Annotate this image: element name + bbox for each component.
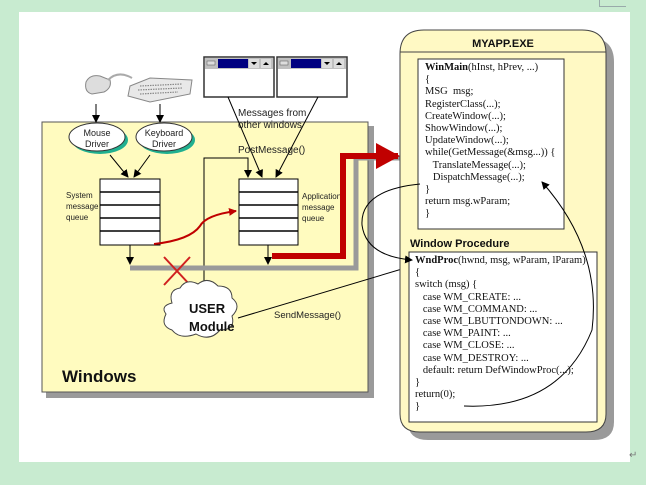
- winmain-code-box: [417, 58, 565, 230]
- myapp-title: MYAPP.EXE: [472, 38, 534, 50]
- wndproc-code: WndProc(hwnd, msg, wParam, lParam){switc…: [415, 255, 586, 413]
- mouse-driver-arrow: [109, 154, 129, 178]
- keyboard-driver-label-1: Keyboard: [145, 128, 184, 138]
- winmain-code-line: }: [425, 208, 431, 220]
- window1-arrow: [227, 96, 263, 178]
- red-transfer-curve: [153, 207, 237, 245]
- wndproc-code-line: default: return DefWindowProc(...);: [415, 364, 574, 376]
- keyboard-icon: [127, 77, 193, 103]
- window2-arrow: [275, 96, 319, 178]
- mouse-driver: [68, 122, 126, 152]
- wndproc-code-line: return(0);: [415, 389, 456, 401]
- wndproc-code-function-name: WndProc: [415, 255, 458, 266]
- blocked-x-icon: [163, 256, 191, 286]
- return-to-dispatch-curve: [463, 181, 594, 407]
- winmain-code-line: ShowWindow(...);: [425, 122, 503, 134]
- winmain-code-line: CreateWindow(...);: [425, 110, 506, 122]
- system-message-queue: [99, 178, 161, 246]
- system-queue-label-1: System: [66, 191, 93, 200]
- post-message-line: [203, 157, 252, 296]
- wndproc-code-line: case WM_CREATE: ...: [415, 291, 521, 303]
- send-message-line: [237, 264, 413, 319]
- mouse-driver-label-1: Mouse: [83, 128, 110, 138]
- wndproc-code-line: WndProc(hwnd, msg, wParam, lParam): [415, 255, 586, 266]
- user-module-cloud: [163, 280, 238, 338]
- winmain-code-line: UpdateWindow(...);: [425, 135, 509, 147]
- user-module-label-2: Module: [189, 319, 235, 334]
- window-procedure-title: Window Procedure: [410, 238, 510, 250]
- winmain-code-line: DispatchMessage(...);: [425, 171, 525, 183]
- winmain-code-line: WinMain(hInst, hPrev, ...): [425, 62, 539, 73]
- app-queue-label-3: queue: [302, 214, 325, 223]
- windows-label: Windows: [62, 367, 136, 386]
- winmain-code-line: return msg.wParam;: [425, 196, 511, 208]
- winmain-code-line: TranslateMessage(...);: [425, 159, 526, 171]
- keyboard-driver-label-2: Driver: [152, 139, 176, 149]
- winmain-code: WinMain(hInst, hPrev, ...){MSG msg;Regis…: [425, 62, 555, 220]
- red-message-path: [272, 143, 400, 259]
- winmain-code-line: {: [425, 74, 431, 86]
- send-message-label: SendMessage(): [274, 310, 341, 321]
- application-message-queue: [238, 178, 299, 246]
- keyboard-driver: [135, 122, 193, 152]
- wndproc-code-line: case WM_COMMAND: ...: [415, 303, 538, 315]
- app-queue-label-1: Application: [302, 192, 341, 201]
- system-queue-label-3: queue: [66, 213, 89, 222]
- wndproc-code-line: case WM_CLOSE: ...: [415, 340, 515, 352]
- mouse-icon: [85, 73, 133, 95]
- winmain-code-line: RegisterClass(...);: [425, 98, 501, 110]
- other-window-2: [276, 56, 348, 98]
- mouse-driver-label-2: Driver: [85, 139, 109, 149]
- page-corner-mark: [599, 0, 626, 7]
- wndproc-code-box: [408, 251, 598, 423]
- paragraph-return-mark: ↵: [629, 450, 638, 461]
- post-message-label: PostMessage(): [238, 145, 305, 156]
- wndproc-code-line: }: [415, 376, 421, 388]
- dispatch-to-wndproc-curve: [361, 183, 421, 264]
- other-window-1: [203, 56, 275, 98]
- keyboard-driver-arrow: [133, 154, 151, 178]
- winmain-code-line: }: [425, 183, 431, 195]
- winmain-code-function-name: WinMain: [425, 62, 468, 73]
- wndproc-code-line: switch (msg) {: [415, 279, 478, 291]
- winmain-code-line: while(GetMessage(&msg...)) {: [425, 147, 556, 159]
- wndproc-code-line: case WM_PAINT: ...: [415, 328, 511, 340]
- wndproc-code-line: {: [415, 267, 421, 279]
- other-windows-caption-1: Messages from: [238, 108, 306, 119]
- wndproc-code-line: }: [415, 401, 421, 413]
- wndproc-code-line: case WM_LBUTTONDOWN: ...: [415, 315, 563, 327]
- app-queue-label-2: message: [302, 203, 335, 212]
- user-module-label-1: USER: [189, 301, 226, 316]
- wndproc-code-line: case WM_DESTROY: ...: [415, 352, 529, 364]
- winmain-code-line: MSG msg;: [425, 86, 474, 98]
- other-windows-caption-2: other windows: [238, 120, 302, 131]
- system-queue-label-2: message: [66, 202, 99, 211]
